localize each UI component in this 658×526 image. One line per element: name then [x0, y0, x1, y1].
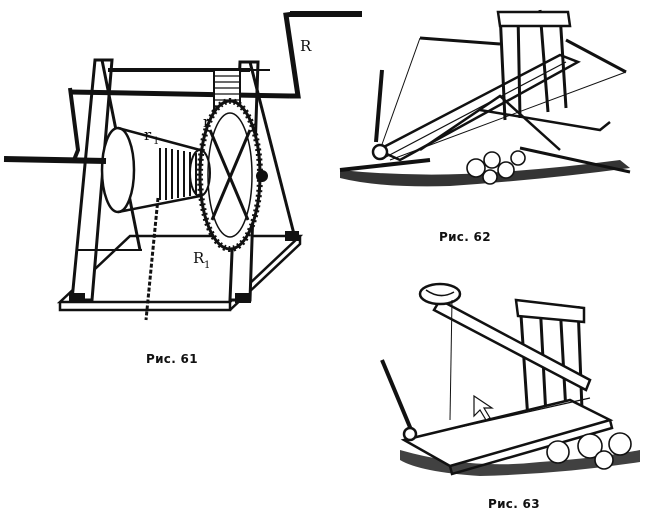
label-drum-radius-sub: 1 [153, 136, 159, 147]
caption-figure-63: Рис. 63 [488, 497, 540, 511]
label-crank-radius: R [300, 37, 312, 55]
label-gear-radius-sub: 1 [204, 260, 210, 271]
catapult-illustration [380, 282, 640, 476]
label-gear-radius: R [193, 249, 205, 267]
label-drum-radius: r [144, 126, 152, 144]
caption-figure-62: Рис. 62 [439, 230, 491, 244]
winch-illustration [3, 11, 362, 321]
caption-figure-61: Рис. 61 [146, 352, 198, 366]
ballista-illustration [339, 9, 631, 187]
label-axle-radius: r [203, 113, 211, 131]
